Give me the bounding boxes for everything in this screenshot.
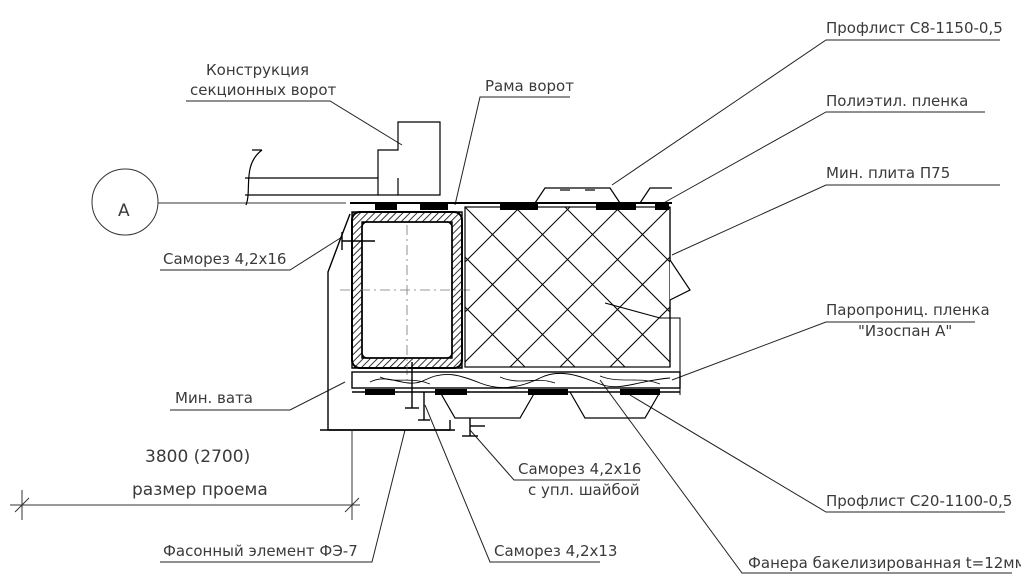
label-konstr-1: Конструкция	[206, 61, 309, 79]
label-section-mark: А	[118, 201, 130, 221]
top-profile-sheet	[350, 187, 672, 204]
label-min-vata: Мин. вата	[175, 389, 253, 407]
label-konstr-2: секционных ворот	[190, 81, 336, 99]
label-samorez-16: Саморез 4,2х16	[163, 250, 286, 268]
label-size-caption: размер проема	[132, 480, 268, 500]
flashing-element	[320, 213, 455, 431]
plywood-layer	[351, 371, 681, 389]
label-fanera: Фанера бакелизированная t=12мм	[748, 554, 1021, 572]
label-polyethylene: Полиэтил. пленка	[826, 92, 968, 110]
label-paropron-1: Паропрониц. пленка	[826, 301, 990, 319]
label-paropron-2: "Изоспан А"	[858, 322, 952, 340]
gate-panel	[245, 121, 441, 206]
label-proflist-bottom: Профлист С20-1100-0,5	[826, 492, 1012, 510]
label-samorez-13: Саморез 4,2х13	[494, 542, 617, 560]
bottom-seals	[365, 389, 660, 395]
section-mark	[91, 168, 355, 236]
mineral-wool-board	[464, 206, 691, 395]
label-rama: Рама ворот	[485, 77, 574, 95]
label-min-plita: Мин. плита П75	[826, 164, 950, 182]
dimension-line	[10, 430, 360, 520]
leader-lines	[160, 39, 1012, 574]
label-samorez-washer-2: с упл. шайбой	[528, 481, 640, 499]
label-samorez-washer-1: Саморез 4,2х16	[518, 460, 641, 478]
screws	[341, 232, 485, 437]
label-size-value: 3800 (2700)	[145, 447, 250, 467]
label-fason: Фасонный элемент ФЭ-7	[163, 542, 358, 560]
gate-frame	[340, 211, 470, 380]
label-proflist-top: Профлист С8-1150-0,5	[826, 19, 1003, 37]
